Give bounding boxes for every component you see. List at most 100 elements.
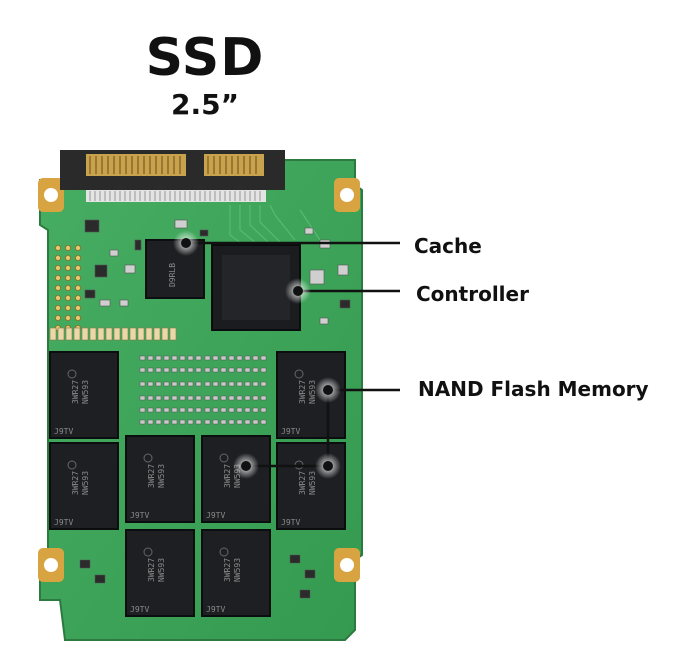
- resistor: [145, 327, 153, 341]
- nand-marking-line1: 3WR27: [223, 558, 232, 582]
- resistor: [57, 327, 65, 341]
- smd-part: [199, 229, 209, 237]
- passive: [236, 367, 243, 373]
- passive: [139, 419, 146, 425]
- passive: [220, 395, 227, 401]
- passive: [139, 381, 146, 387]
- passive: [147, 367, 154, 373]
- resistor: [89, 327, 97, 341]
- resistor: [97, 327, 105, 341]
- passive: [187, 419, 194, 425]
- smd-part: [304, 227, 314, 235]
- passive: [195, 395, 202, 401]
- passive: [260, 381, 267, 387]
- nand-marking-line2: NW593: [157, 464, 166, 488]
- smd-part: [309, 269, 325, 285]
- passive: [228, 419, 235, 425]
- passive: [147, 407, 154, 413]
- passive: [220, 419, 227, 425]
- passive: [304, 569, 316, 579]
- passive: [220, 355, 227, 361]
- passive: [236, 381, 243, 387]
- passive: [155, 419, 162, 425]
- smd-part: [339, 299, 351, 309]
- passive: [163, 407, 170, 413]
- passive: [139, 407, 146, 413]
- passive: [220, 381, 227, 387]
- passive: [163, 395, 170, 401]
- smd-part: [109, 249, 119, 257]
- passive: [244, 395, 251, 401]
- passive: [79, 559, 91, 569]
- passive: [228, 381, 235, 387]
- passive: [204, 381, 211, 387]
- passive: [252, 381, 259, 387]
- passive: [179, 355, 186, 361]
- diagram-subtitle: 2.5”: [170, 88, 239, 121]
- passive: [187, 367, 194, 373]
- nand-marking-line2: NW593: [308, 380, 317, 404]
- smd-part: [337, 264, 349, 276]
- passive: [187, 381, 194, 387]
- passive: [212, 407, 219, 413]
- resistor-strip: [49, 327, 177, 341]
- passive-components: [79, 355, 316, 599]
- passive: [236, 355, 243, 361]
- passive: [204, 367, 211, 373]
- smd-part: [84, 289, 96, 299]
- nand-marking-line1: 3WR27: [71, 471, 80, 495]
- nand-marking-line2: NW593: [81, 471, 90, 495]
- passive: [163, 381, 170, 387]
- nand-marking-footer: J9TV: [281, 518, 300, 527]
- passive: [187, 395, 194, 401]
- passive: [179, 395, 186, 401]
- nand-marking-line1: 3WR27: [223, 464, 232, 488]
- smd-part: [319, 317, 329, 325]
- passive: [260, 407, 267, 413]
- passive: [244, 381, 251, 387]
- nand-marking-line1: 3WR27: [147, 464, 156, 488]
- callout-dots: [173, 230, 341, 479]
- passive: [155, 395, 162, 401]
- passive: [252, 395, 259, 401]
- passive: [212, 355, 219, 361]
- diagram-title: SSD: [145, 28, 265, 88]
- passive: [139, 355, 146, 361]
- passive: [260, 367, 267, 373]
- passive: [228, 407, 235, 413]
- smd-part: [119, 299, 129, 307]
- passive: [228, 367, 235, 373]
- resistor: [153, 327, 161, 341]
- passive: [204, 395, 211, 401]
- nand-marking-footer: J9TV: [54, 518, 73, 527]
- header-pin-grid: [55, 244, 82, 331]
- nand-marking-footer: J9TV: [54, 427, 73, 436]
- passive: [171, 381, 178, 387]
- passive: [195, 367, 202, 373]
- passive: [212, 381, 219, 387]
- passive: [252, 407, 259, 413]
- passive: [252, 419, 259, 425]
- passive: [244, 355, 251, 361]
- passive: [252, 355, 259, 361]
- passive: [252, 367, 259, 373]
- nand-marking-line1: 3WR27: [147, 558, 156, 582]
- nand-marking-line1: 3WR27: [71, 380, 80, 404]
- passive: [163, 367, 170, 373]
- nand-marking-footer: J9TV: [130, 605, 149, 614]
- passive: [179, 381, 186, 387]
- nand-marking-line1: 3WR27: [298, 471, 307, 495]
- resistor: [113, 327, 121, 341]
- passive: [147, 355, 154, 361]
- nand-marking-line2: NW593: [81, 380, 90, 404]
- passive: [163, 419, 170, 425]
- passive: [236, 407, 243, 413]
- passive: [220, 367, 227, 373]
- passive: [155, 355, 162, 361]
- resistor: [121, 327, 129, 341]
- passive: [244, 367, 251, 373]
